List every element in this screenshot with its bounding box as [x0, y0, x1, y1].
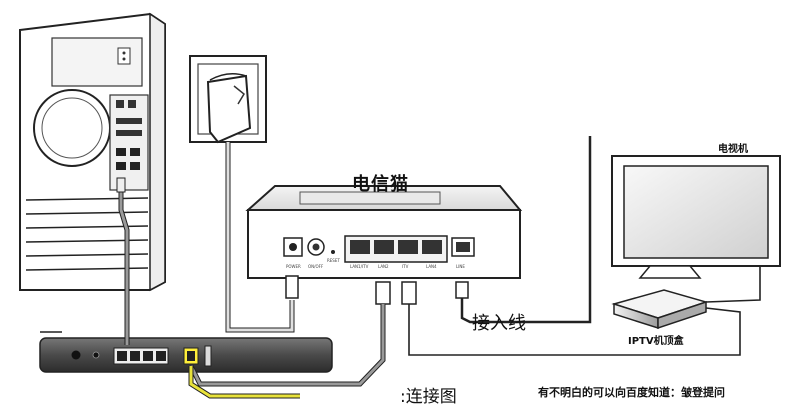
- modem: POWER ON/OFF RESET LAN1/ITV LAN2 ITV LAN…: [245, 185, 523, 279]
- help-note: 有不明白的可以向百度知道：皱登提问: [538, 386, 725, 399]
- cables: [116, 136, 761, 399]
- tv-label: 电视机: [718, 144, 748, 155]
- modem-label: 电信猫: [352, 174, 409, 195]
- port-label-line: LINE: [456, 264, 465, 269]
- set-top-box: [611, 289, 709, 330]
- port-label-power: POWER: [286, 264, 301, 269]
- port-label-lan2: LAN2: [378, 264, 389, 269]
- router: [39, 331, 333, 373]
- tv: [611, 155, 781, 279]
- port-label-itv: ITV: [402, 264, 409, 269]
- diagram-caption: :连接图: [400, 387, 457, 407]
- set-top-box-label: IPTV机顶盒: [628, 336, 684, 347]
- port-label-lan4: LAN4: [426, 264, 437, 269]
- pc-tower: [19, 12, 166, 292]
- port-label-lan1: LAN1/ITV: [350, 264, 369, 269]
- port-label-reset: RESET: [327, 258, 340, 263]
- port-label-onoff: ON/OFF: [308, 264, 324, 269]
- line-in-label: 接入线: [472, 313, 526, 334]
- wall-socket-adapter: [189, 55, 267, 144]
